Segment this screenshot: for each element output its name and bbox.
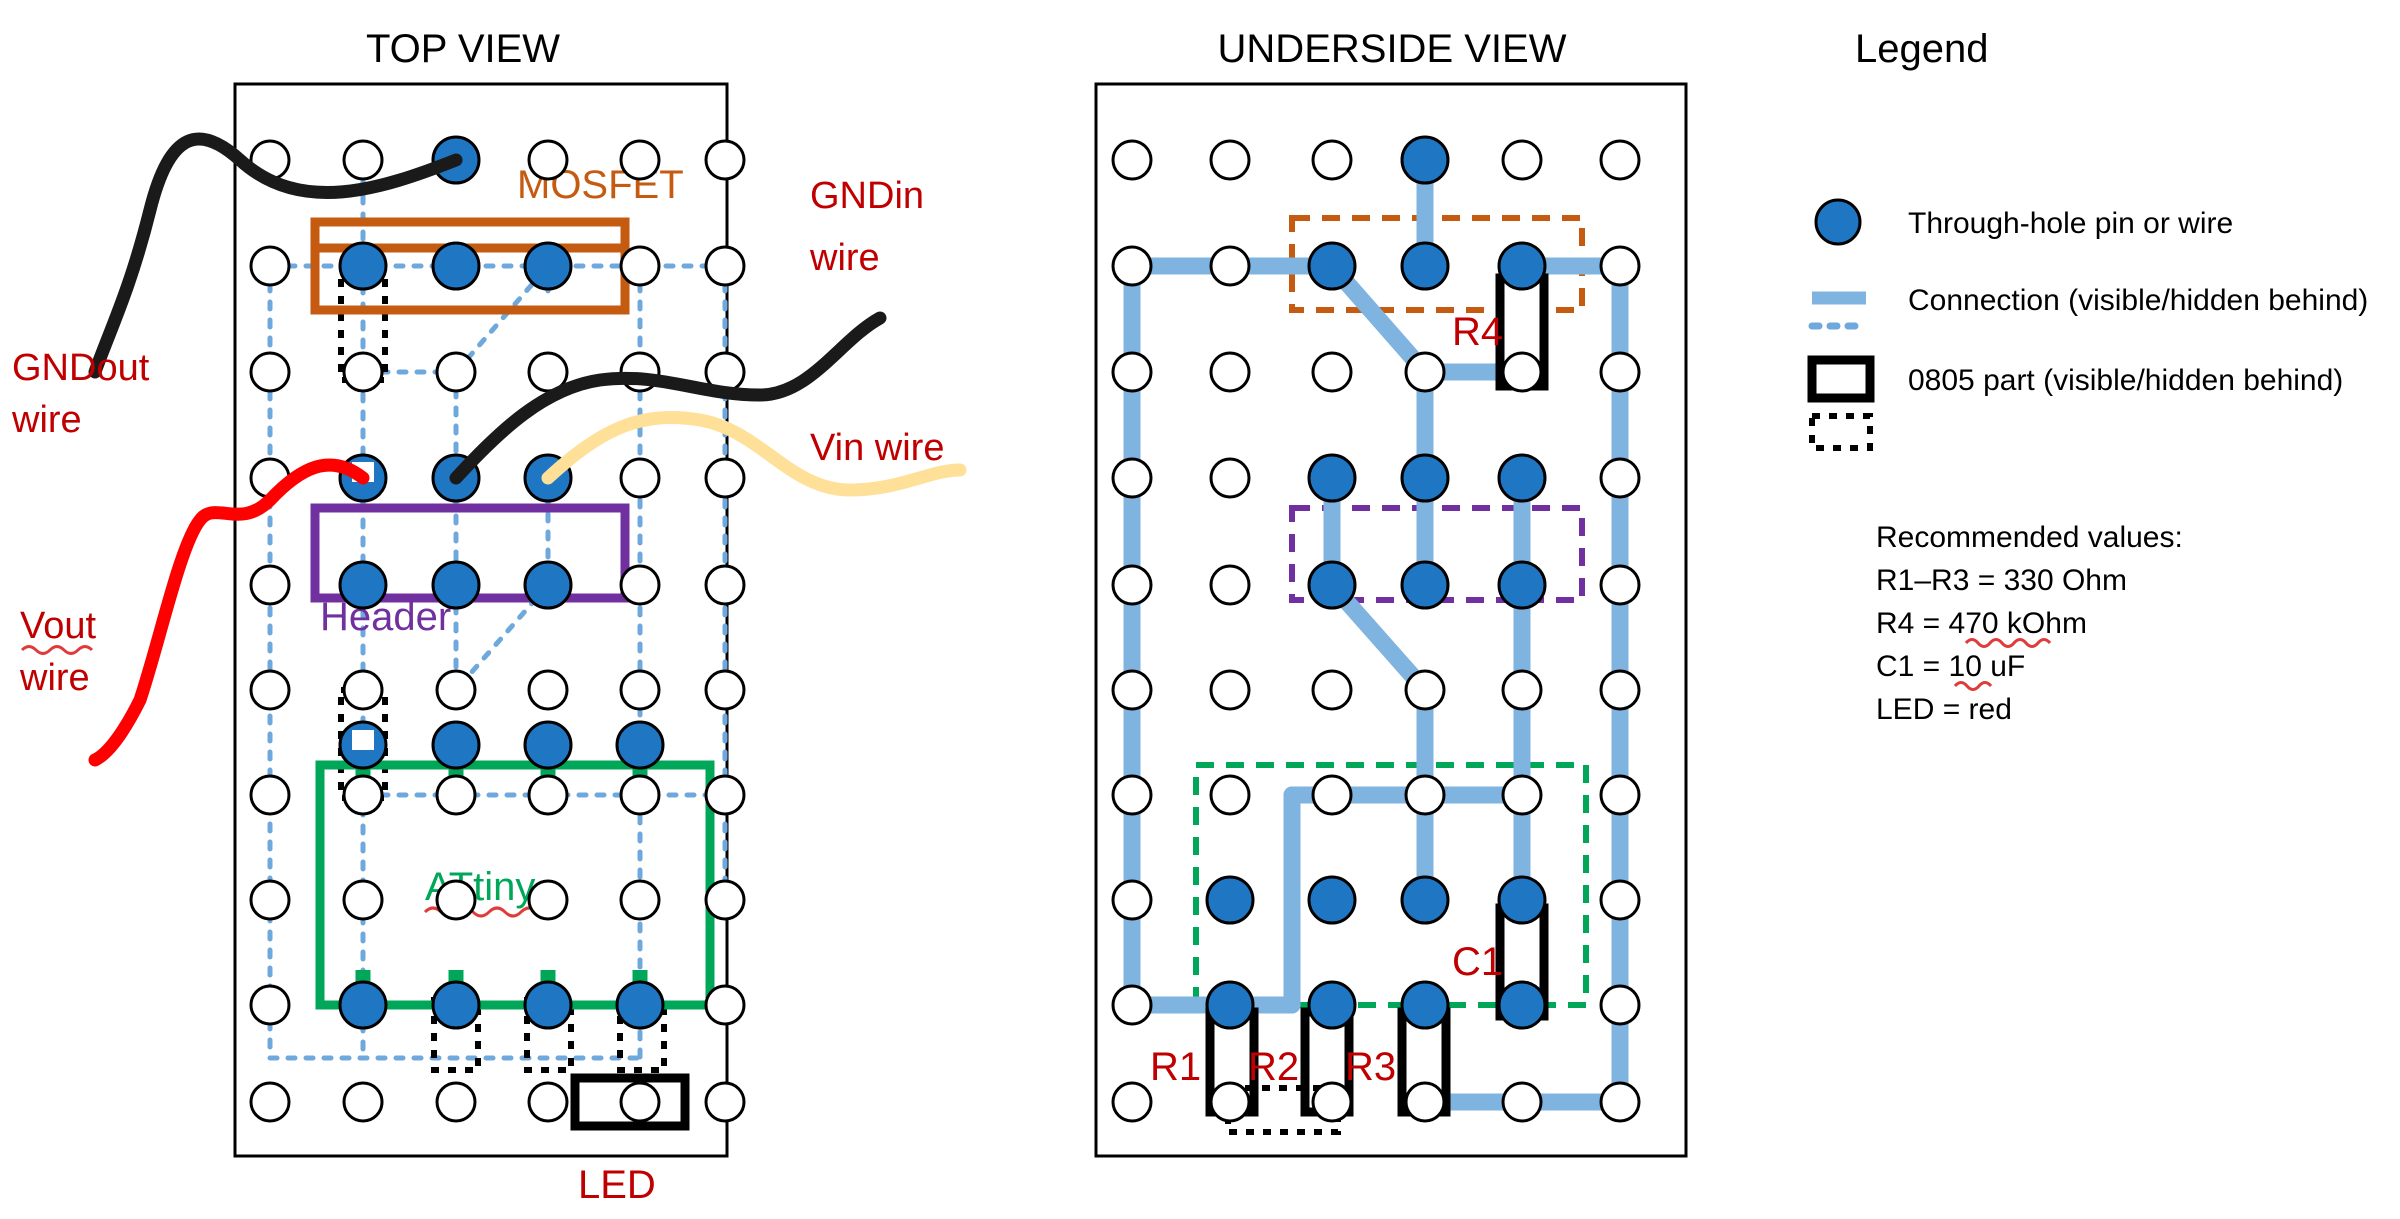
r2-label: R2 (1248, 1045, 1299, 1089)
value-line-1: R4 = 470 kOhm (1876, 607, 2087, 640)
underside-board-outline (1094, 82, 1688, 1158)
value-line-2: C1 = 10 uF (1876, 650, 2025, 683)
vin-wire-label: Vin wire (810, 427, 944, 469)
header-label: Header (320, 595, 451, 639)
legend-item-1-label: Connection (visible/hidden behind) (1908, 284, 2368, 317)
underside-board-pins (1205, 135, 1547, 1030)
spellcheck-squiggle-kohm (1964, 638, 2052, 648)
values-heading: Recommended values: (1876, 521, 2183, 554)
value-line-0: R1–R3 = 330 Ohm (1876, 564, 2127, 597)
legend-title: Legend (1855, 27, 1988, 71)
legend-part-solid-icon (1807, 355, 1875, 403)
spellcheck-squiggle-vout (20, 645, 94, 655)
legend-item-2-label: 0805 part (visible/hidden behind) (1908, 364, 2343, 397)
underside-view-title: UNDERSIDE VIEW (1218, 27, 1567, 71)
legend-item-0-label: Through-hole pin or wire (1908, 207, 2233, 240)
gndout-wire-label-line1: GNDout (12, 347, 150, 389)
r3-label: R3 (1345, 1045, 1396, 1089)
top-board-holes (249, 139, 746, 1123)
vin-wire-path (541, 411, 967, 497)
top-view-board: MOSFET Header (233, 82, 746, 1158)
legend-part-dotted-icon (1809, 413, 1873, 451)
r4-label: R4 (1452, 310, 1503, 354)
attiny-footprint-dashed (1193, 762, 1589, 1008)
legend-through-hole-pin-icon (1814, 198, 1862, 246)
gndin-wire-label-line2: wire (809, 237, 880, 279)
underside-hidden-parts (1225, 1085, 1341, 1135)
gndin-wire-path (449, 311, 887, 485)
r1-label: R1 (1150, 1045, 1201, 1089)
vout-wire-label-line1: Vout (20, 605, 97, 647)
gndout-wire-path (88, 132, 463, 379)
vout-wire-label-line2: wire (19, 657, 90, 699)
top-view-title: TOP VIEW (366, 27, 560, 71)
gndin-wire-label-line1: GNDin (810, 175, 924, 217)
gndout-wire-label-line2: wire (11, 399, 82, 441)
underside-view-board (1094, 82, 1688, 1158)
led-label: LED (578, 1163, 656, 1207)
value-line-3: LED = red (1876, 693, 2012, 726)
legend-panel: Through-hole pin or wire Connection (vis… (1807, 198, 2368, 726)
spellcheck-squiggle-uf (1953, 681, 1993, 691)
vout-wire-path (88, 458, 370, 767)
external-wires (88, 132, 967, 767)
c1-label: C1 (1452, 940, 1503, 984)
